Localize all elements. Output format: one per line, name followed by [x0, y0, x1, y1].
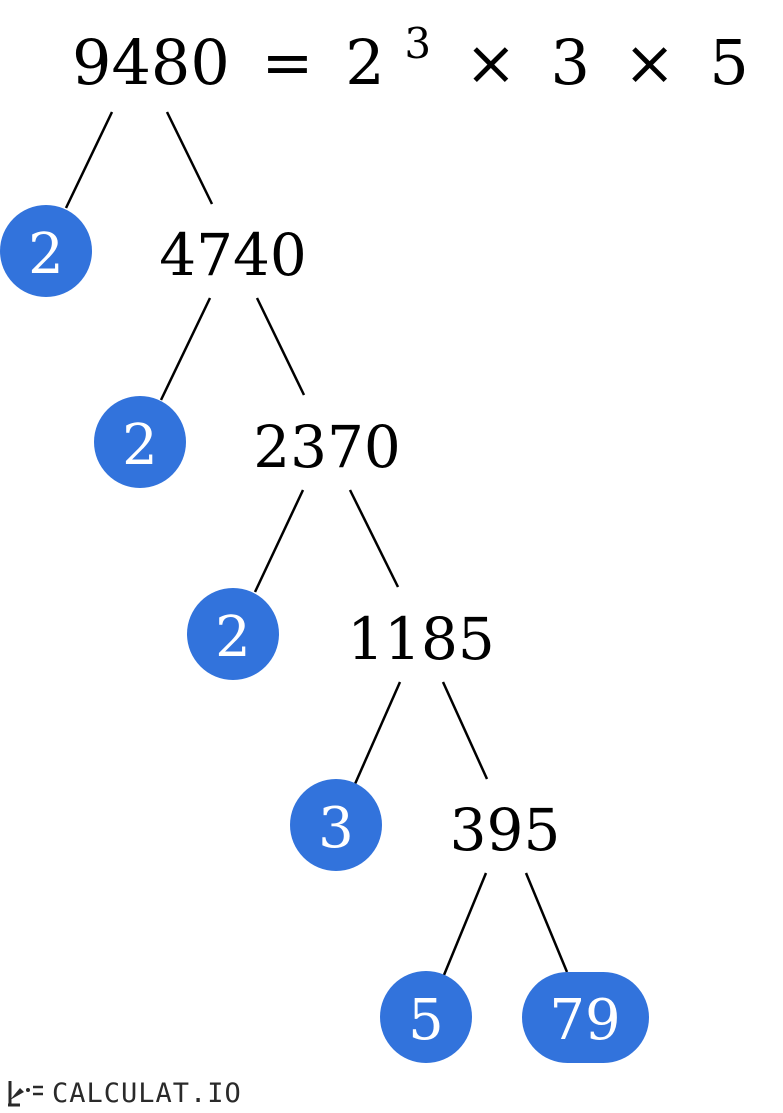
prime-circle — [187, 588, 279, 680]
prime-label: 2 — [122, 413, 158, 478]
prime-node-5: 5 — [380, 971, 472, 1063]
prime-circle — [380, 971, 472, 1063]
prime-nodes: 2 2 2 3 5 79 — [0, 205, 649, 1063]
prime-label: 79 — [549, 988, 620, 1053]
equation-times-2: × — [624, 26, 676, 99]
composite-nodes: 4740 2370 1185 395 — [159, 221, 560, 864]
composite-395: 395 — [450, 796, 561, 864]
prime-label: 3 — [318, 796, 354, 861]
prime-circle — [94, 396, 186, 488]
edge-4740-to-2 — [159, 297, 212, 401]
svg-text:9480 = 2 3: 9480 = 2 3 × 3 × 5 × 79 — [72, 0, 783, 99]
tree-edges — [64, 111, 569, 976]
calculator-pen-icon — [8, 1081, 43, 1107]
equation-number: 9480 — [72, 26, 230, 99]
prime-node-2-b: 2 — [94, 396, 186, 488]
prime-label: 2 — [28, 222, 64, 287]
prime-pill — [522, 972, 649, 1063]
prime-label: 2 — [215, 605, 251, 670]
equation-times-1: × — [465, 26, 517, 99]
equation-equals: = — [262, 26, 314, 99]
edge-2370-to-2 — [253, 489, 305, 593]
edge-2370-to-1185 — [348, 489, 400, 588]
equation-factor-3: 3 — [550, 26, 589, 99]
prime-label: 5 — [408, 988, 444, 1053]
equation-base: 2 — [345, 26, 384, 99]
equation-factor-5: 5 — [709, 26, 748, 99]
calculat-logo: CALCULAT.IO — [6, 1076, 242, 1110]
composite-1185: 1185 — [347, 605, 495, 673]
edge-395-to-79 — [524, 872, 569, 973]
prime-circle — [0, 205, 92, 297]
prime-node-2-c: 2 — [187, 588, 279, 680]
edge-1185-to-395 — [441, 681, 489, 780]
prime-node-2-a: 2 — [0, 205, 92, 297]
composite-2370: 2370 — [253, 413, 401, 481]
prime-node-3: 3 — [290, 779, 382, 871]
edge-4740-to-2370 — [255, 297, 306, 396]
brand-name: CALCULAT.IO — [52, 1077, 242, 1109]
prime-circle — [290, 779, 382, 871]
factorization-equation: 9480 = 2 3 × 3 × 5 × 79 — [72, 0, 783, 99]
equation-exponent: 3 — [404, 19, 431, 68]
edge-1185-to-3 — [353, 681, 402, 785]
factor-tree: 9480 = 2 3 × 3 × 5 × 79 4740 2370 1185 3… — [0, 0, 783, 1063]
composite-4740: 4740 — [159, 221, 307, 289]
edge-9480-to-4740 — [165, 111, 214, 205]
edge-395-to-5 — [442, 872, 488, 976]
edge-9480-to-2 — [64, 111, 114, 209]
prime-node-79: 79 — [522, 972, 649, 1063]
